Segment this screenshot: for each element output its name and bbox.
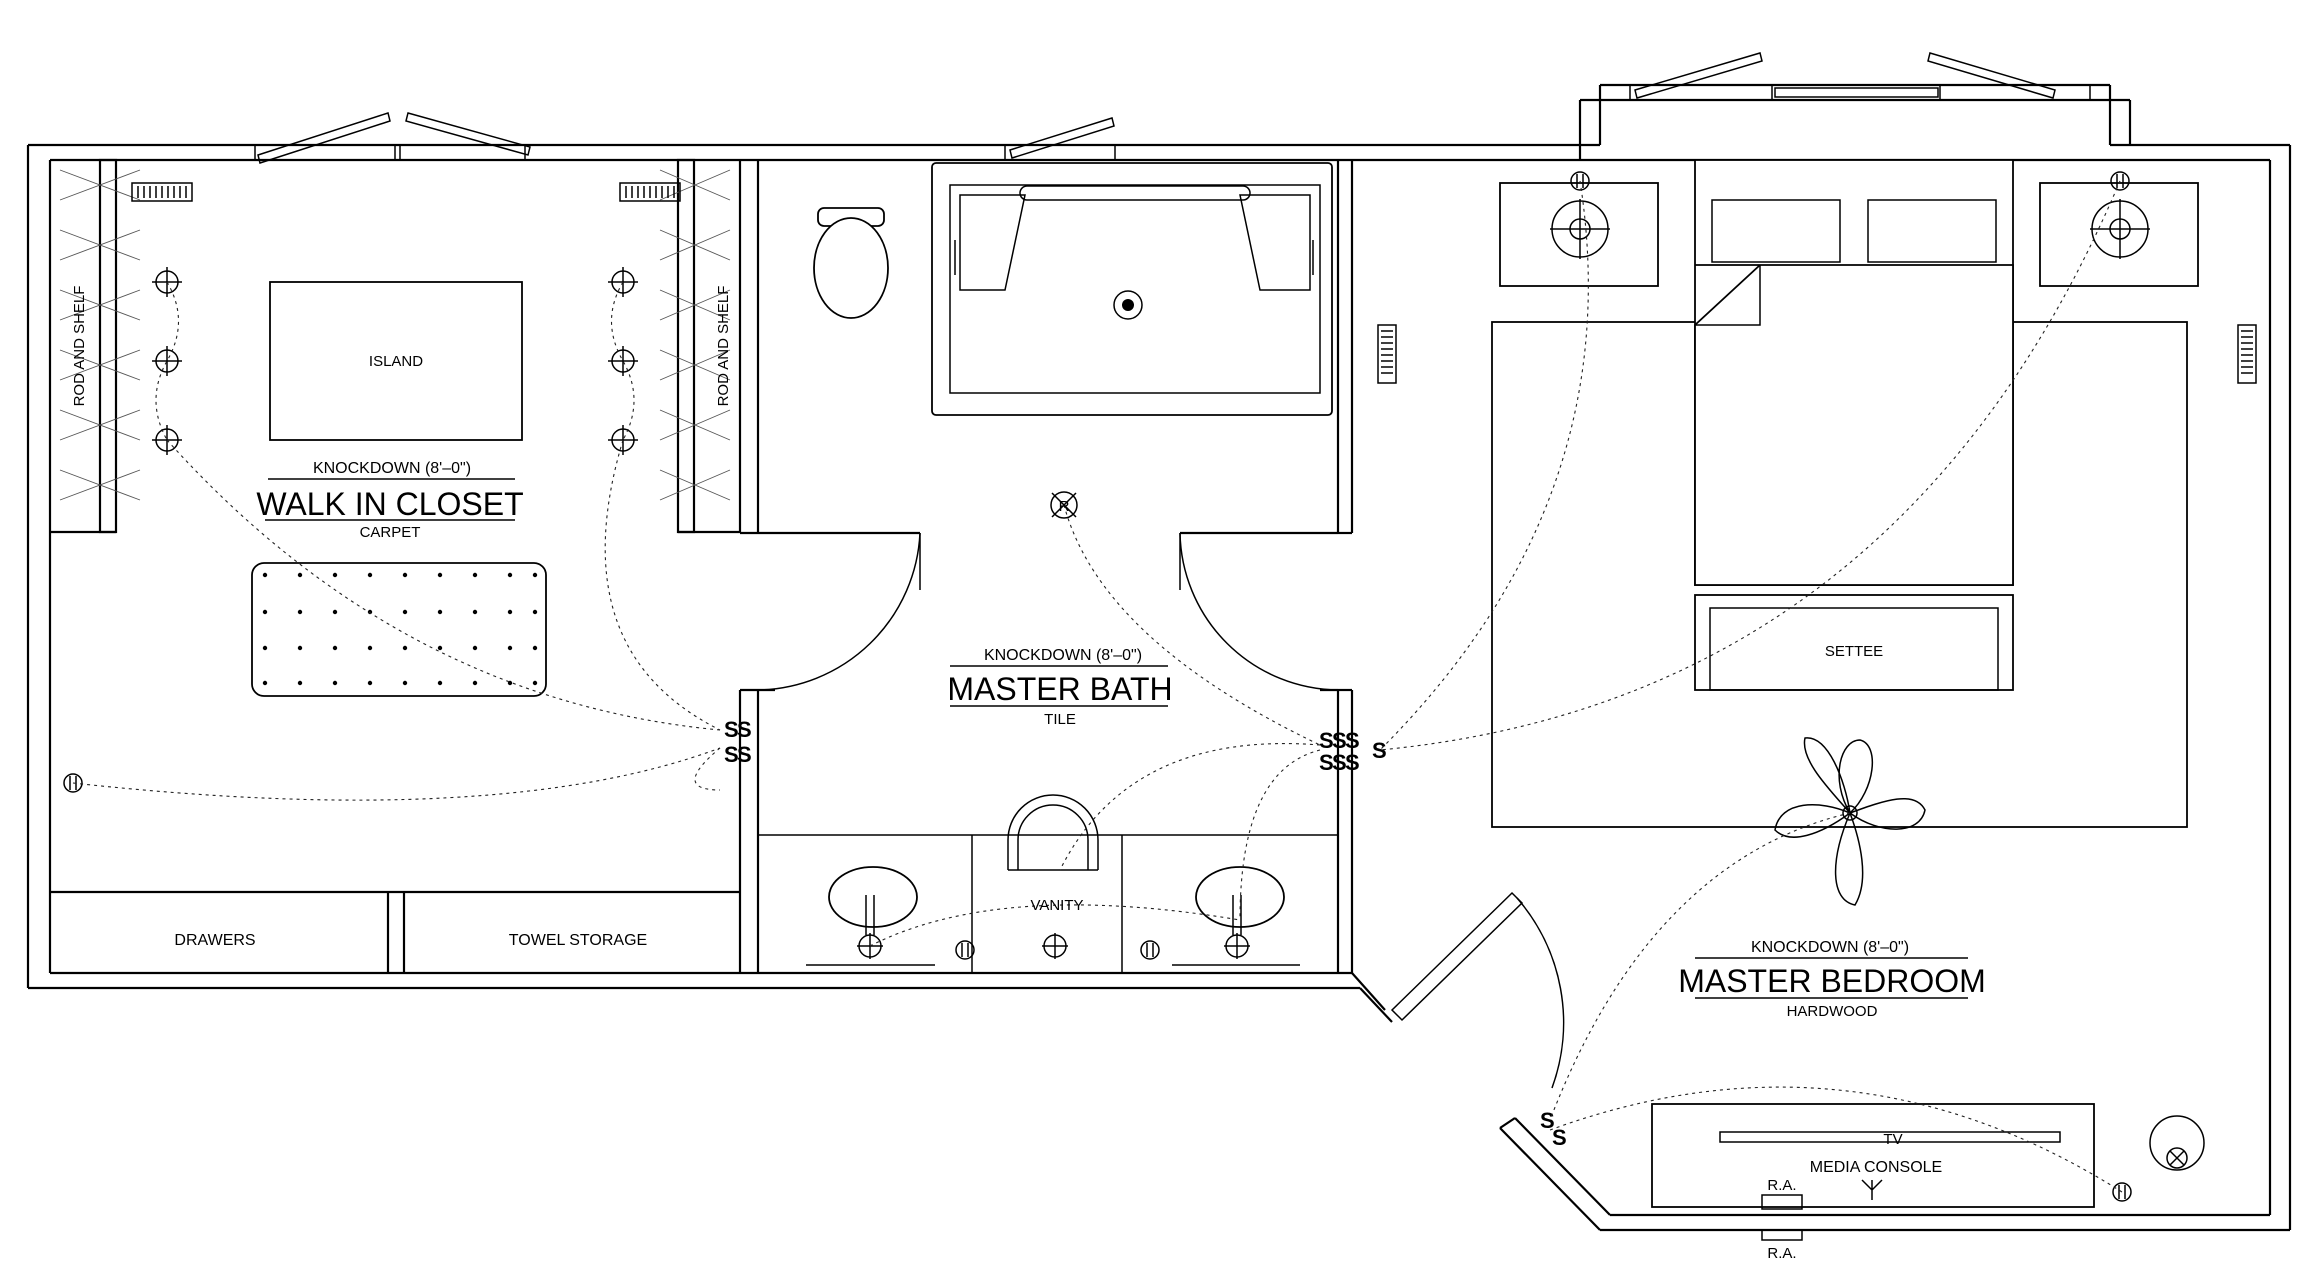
svg-text:S: S (737, 742, 752, 767)
bath-fixtures (806, 162, 1333, 966)
rod-shelf-left-label: ROD AND SHELF (71, 286, 88, 407)
bath-ceiling-label: KNOCKDOWN (8'–0") (984, 647, 1142, 664)
closet-island (269, 281, 523, 441)
island-label: ISLAND (369, 353, 423, 370)
ra-top-label: R.A. (1767, 1177, 1796, 1194)
closet-room-name: WALK IN CLOSET (256, 486, 523, 522)
svg-text:S: S (1372, 738, 1387, 763)
wiring (72, 180, 2123, 1193)
towel-storage-label: TOWEL STORAGE (509, 932, 647, 949)
svg-text:S: S (724, 717, 739, 742)
interior-walls (50, 158, 1354, 973)
sink-left (828, 866, 918, 928)
svg-text:S: S (1319, 750, 1334, 775)
svg-text:S: S (1345, 728, 1360, 753)
tv (1719, 1131, 2061, 1143)
bath-floor-label: TILE (1044, 711, 1076, 728)
closet-fixtures (59, 169, 731, 793)
svg-text:S: S (1332, 728, 1347, 753)
toilet-bowl (813, 217, 889, 319)
closet-ceiling-label: KNOCKDOWN (8'–0") (313, 460, 471, 477)
rod-shelf-right-label: ROD AND SHELF (715, 286, 732, 407)
tv-label: TV (1883, 1131, 1902, 1148)
vanity-label: VANITY (1030, 897, 1083, 914)
switches: S S S S S S S S S S S S S (724, 717, 1567, 1150)
bedroom-floor-label: HARDWOOD (1787, 1003, 1878, 1020)
bathtub (931, 162, 1333, 416)
svg-text:S: S (724, 742, 739, 767)
svg-text:S: S (737, 717, 752, 742)
ceiling-fan (1774, 737, 1926, 906)
bedroom-fixtures (1377, 159, 2257, 1241)
receptacle-mark: R (1059, 498, 1070, 515)
bedroom-room-name: MASTER BEDROOM (1678, 963, 1986, 999)
svg-text:S: S (1552, 1125, 1567, 1150)
bath-room-name: MASTER BATH (947, 671, 1172, 707)
media-console-label: MEDIA CONSOLE (1810, 1159, 1942, 1176)
svg-text:S: S (1540, 1108, 1555, 1133)
bedroom-ceiling-label: KNOCKDOWN (8'–0") (1751, 939, 1909, 956)
media-console (1651, 1103, 2095, 1208)
closet-rug (251, 562, 547, 697)
settee-label: SETTEE (1825, 643, 1883, 660)
nightstand-left (1499, 182, 1659, 287)
doors (757, 532, 1565, 1089)
drawers-label: DRAWERS (174, 932, 255, 949)
svg-text:S: S (1332, 750, 1347, 775)
labels: ISLAND ROD AND SHELF ROD AND SHELF KNOCK… (71, 286, 1986, 1262)
sink-right (1195, 866, 1285, 928)
closet-floor-label: CARPET (360, 524, 421, 541)
nightstand-right (2039, 182, 2199, 287)
svg-text:S: S (1319, 728, 1334, 753)
ra-bottom-label: R.A. (1767, 1245, 1796, 1262)
svg-text:S: S (1345, 750, 1360, 775)
windows (254, 52, 2091, 164)
